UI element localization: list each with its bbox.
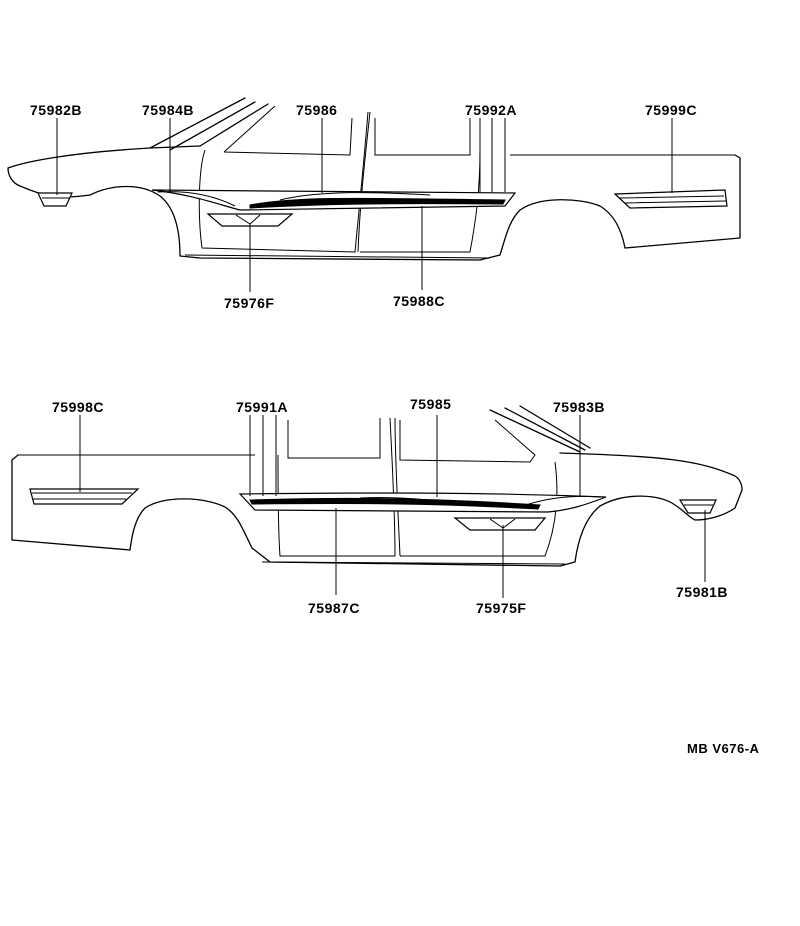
bottom-roof-pillar	[489, 405, 591, 453]
label-75983b: 75983B	[553, 399, 605, 415]
top-lower-emblem	[206, 213, 294, 227]
bottom-front-emblem	[678, 499, 717, 514]
label-75985: 75985	[410, 396, 451, 412]
label-75986: 75986	[296, 102, 337, 118]
label-75975f: 75975F	[476, 600, 526, 616]
bottom-stripe-sweep	[519, 495, 601, 508]
top-sill	[184, 254, 491, 259]
label-75991a: 75991A	[236, 399, 288, 415]
bottom-stripe-sweep-2	[359, 496, 471, 506]
label-75976f: 75976F	[224, 295, 274, 311]
top-stripe-sweep-2	[279, 192, 431, 201]
top-front-emblem	[37, 192, 73, 207]
bottom-window-rear	[287, 418, 381, 459]
bottom-lower-emblem	[453, 517, 547, 531]
bottom-lower-emblem-detail	[489, 518, 516, 529]
label-75988c: 75988C	[393, 293, 445, 309]
label-75998c: 75998C	[52, 399, 104, 415]
bottom-vehicle-left-side: 75998C 75991A 75985 75983B 75987C 75975F…	[11, 396, 743, 616]
bottom-rear-stripe-lines	[32, 492, 132, 500]
top-window-front	[223, 105, 353, 156]
top-door-front	[198, 111, 369, 253]
top-stripe-sweep	[157, 191, 236, 207]
top-vehicle-right-side: 75982B 75984B 75986 75992A 75999C 75976F…	[7, 97, 741, 311]
label-75981b: 75981B	[676, 584, 728, 600]
label-75987c: 75987C	[308, 600, 360, 616]
label-75984b: 75984B	[142, 102, 194, 118]
bottom-sill	[261, 561, 566, 565]
bottom-bpillar	[394, 417, 401, 557]
reference-code: MB V676-A	[687, 741, 760, 756]
top-lower-emblem-detail	[235, 214, 261, 225]
bottom-door-front	[400, 461, 558, 557]
label-75992a: 75992A	[465, 102, 517, 118]
label-75999c: 75999C	[645, 102, 697, 118]
top-leader-75992a	[479, 118, 506, 192]
bottom-rear-stripe	[29, 488, 140, 505]
bottom-window-front	[399, 419, 536, 463]
bottom-body-outline	[11, 452, 743, 567]
bottom-leader-75991a	[249, 415, 277, 496]
top-rear-stripe-lines	[619, 195, 727, 204]
top-side-stripe-dark	[249, 197, 506, 209]
bottom-side-stripe-dark	[249, 497, 541, 510]
label-75982b: 75982B	[30, 102, 82, 118]
top-roof-pillar	[149, 97, 269, 151]
top-window-rear	[374, 118, 471, 156]
bottom-door-rear	[277, 417, 396, 557]
top-bpillar	[357, 111, 371, 253]
top-rear-stripe	[613, 189, 728, 209]
